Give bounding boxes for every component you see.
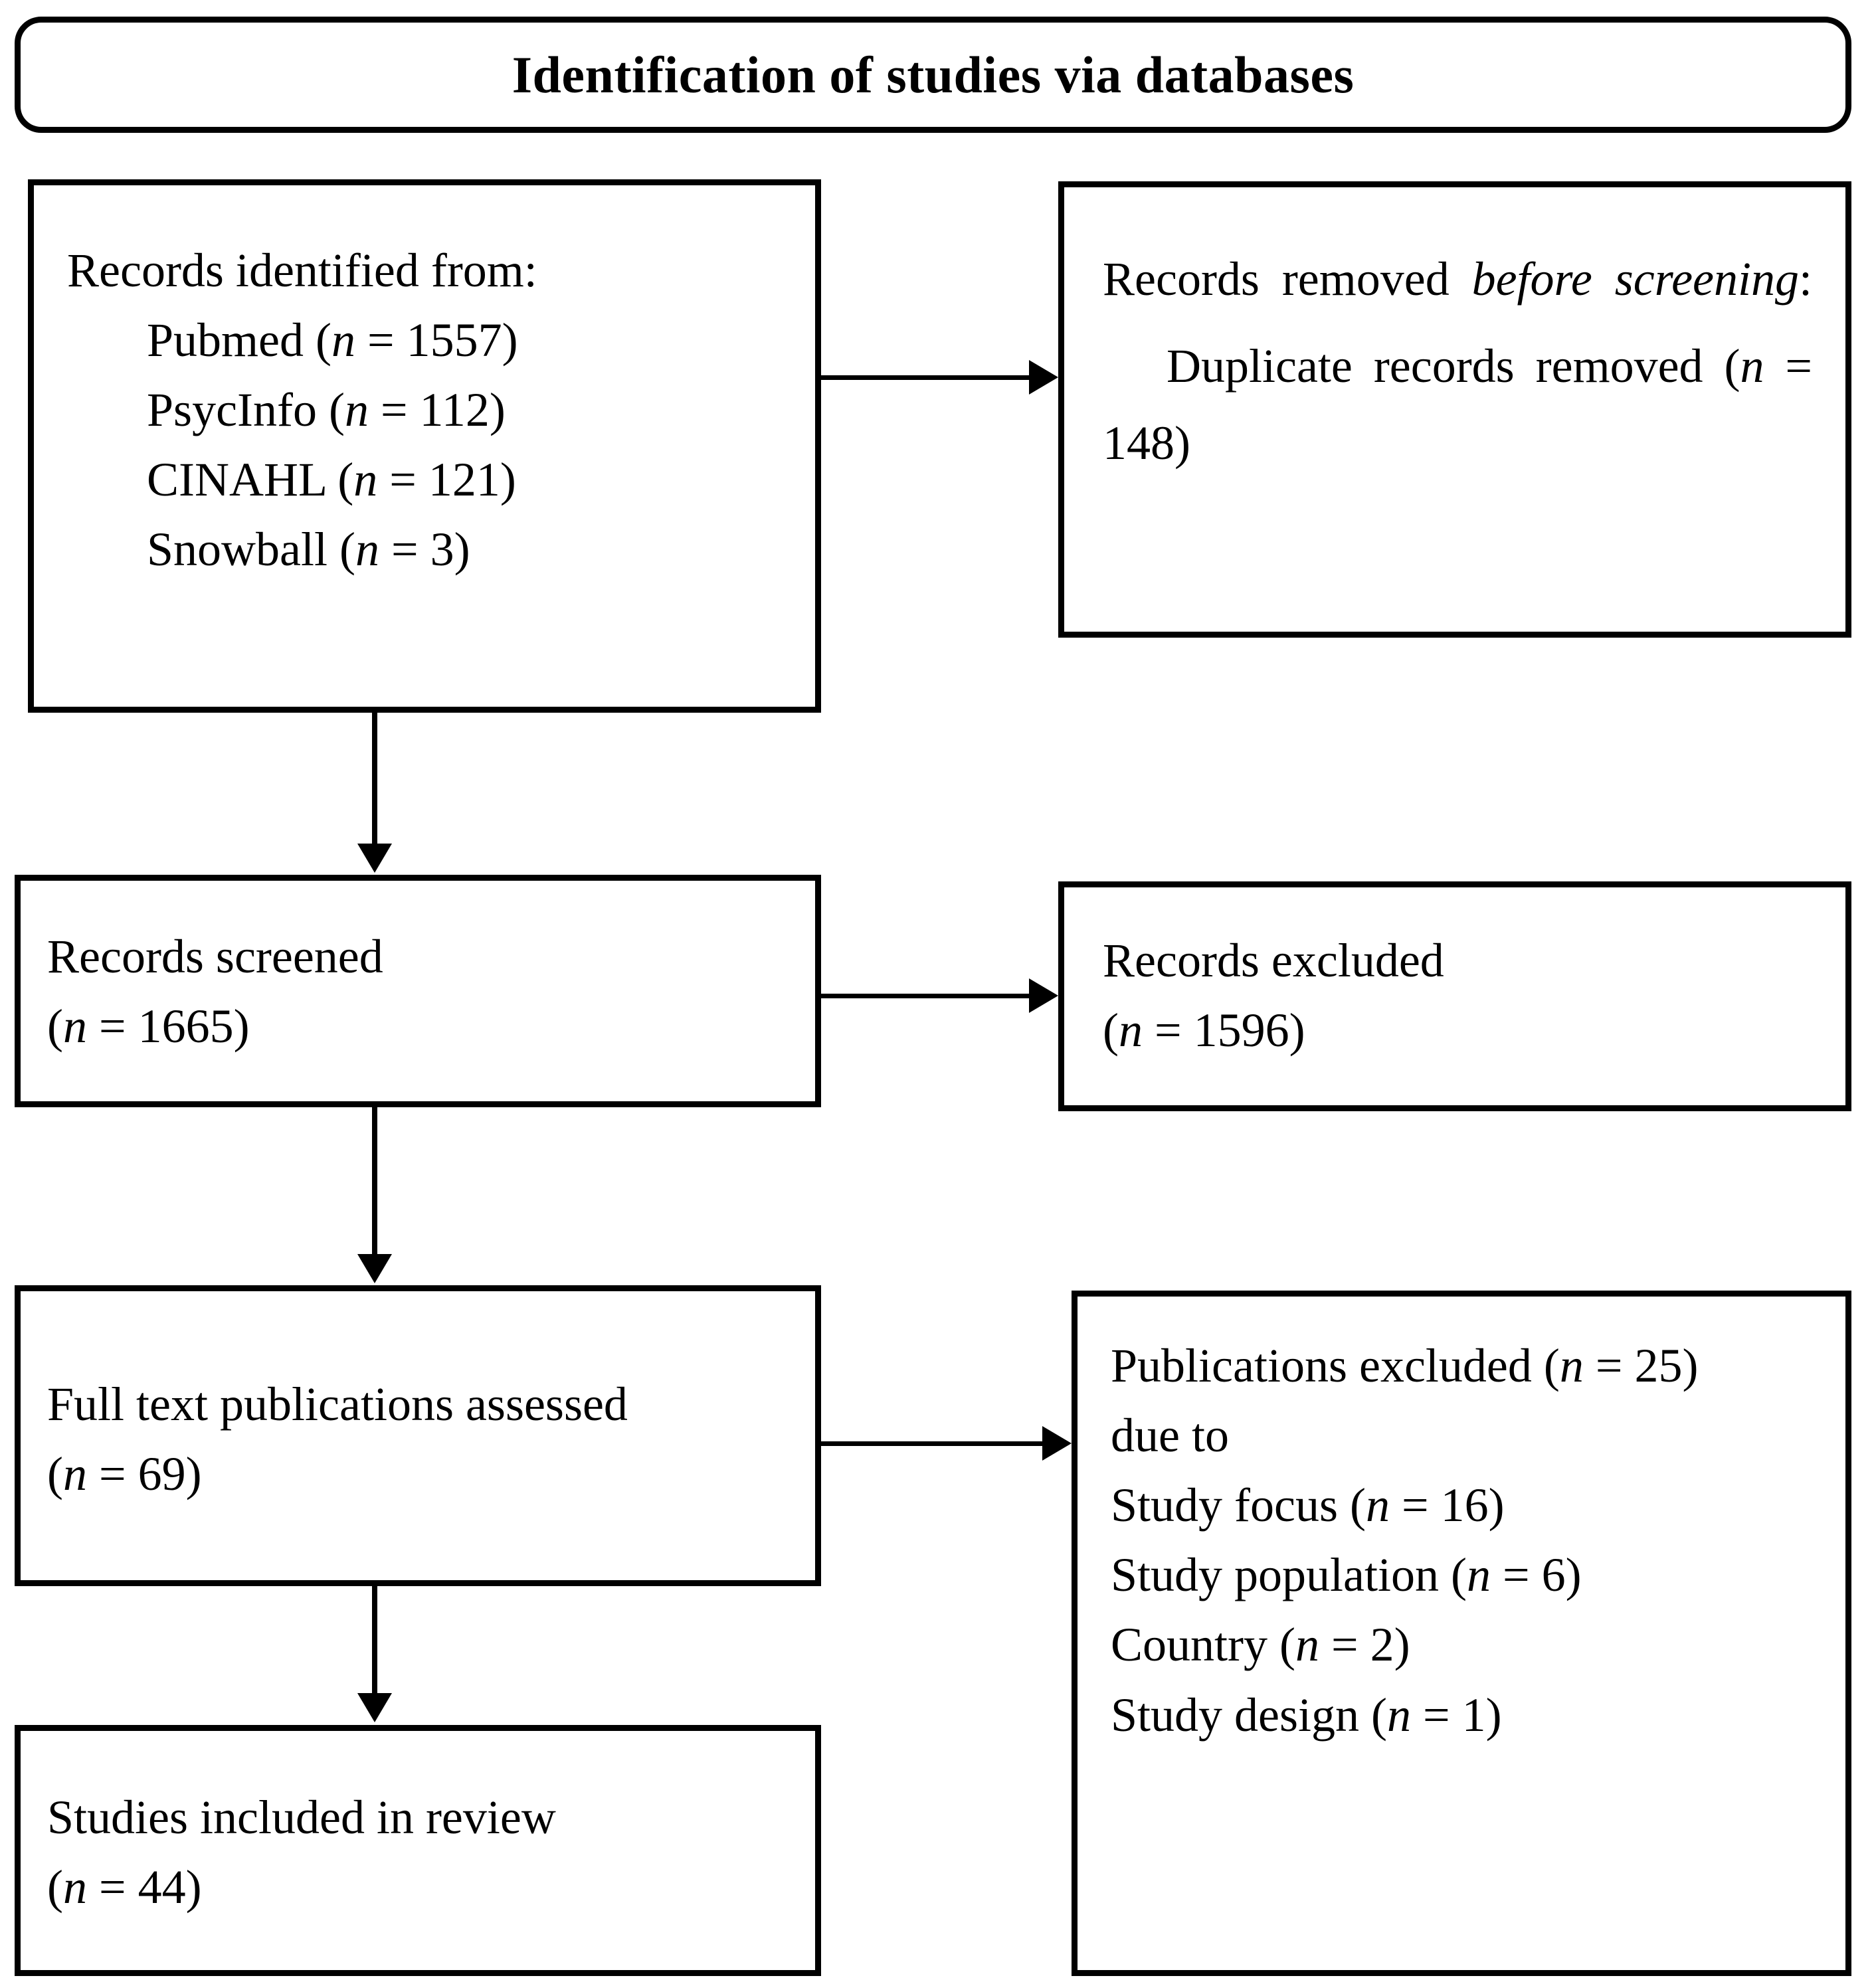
duplicate-records-removed-item: Duplicate records removed (n = 148)	[1103, 339, 1812, 470]
source-item-psycinfo: PsycInfo (n = 112)	[147, 383, 506, 437]
diagram-title-box: Identification of studies via databases	[15, 17, 1851, 133]
connector-fulltext-to-included	[372, 1586, 377, 1695]
connector-identified-to-screened	[372, 713, 377, 846]
exclusion-reason-country: Country (n = 2)	[1111, 1618, 1410, 1672]
box-studies-included: Studies included in review (n = 44)	[15, 1725, 821, 1976]
arrowhead-identified-to-removed	[1029, 360, 1058, 395]
publications-excluded-heading: Publications excluded (n = 25)	[1111, 1339, 1699, 1392]
source-item-pubmed: Pubmed (n = 1557)	[147, 314, 518, 367]
source-item-cinahl: CINAHL (n = 121)	[147, 453, 516, 507]
box-records-identified: Records identified from: Pubmed (n = 155…	[28, 179, 821, 713]
page-title: Identification of studies via databases	[512, 45, 1355, 104]
records-excluded-count: (n = 1596)	[1103, 1004, 1305, 1057]
exclusion-reason-study-design: Study design (n = 1)	[1111, 1688, 1502, 1742]
exclusion-reason-study-population: Study population (n = 6)	[1111, 1548, 1582, 1602]
source-item-snowball: Snowball (n = 3)	[147, 523, 470, 577]
records-screened-label: Records screened	[47, 930, 383, 983]
studies-included-label: Studies included in review	[47, 1791, 556, 1844]
records-excluded-label: Records excluded	[1103, 934, 1444, 987]
records-screened-count: (n = 1665)	[47, 1000, 250, 1053]
studies-included-count: (n = 44)	[47, 1860, 202, 1914]
arrowhead-fulltext-to-included	[357, 1693, 392, 1722]
exclusion-reason-study-focus: Study focus (n = 16)	[1111, 1479, 1505, 1532]
box-records-excluded: Records excluded (n = 1596)	[1058, 881, 1851, 1111]
box-records-removed-before-screening: Records removed before screening: Duplic…	[1058, 181, 1851, 638]
publications-excluded-subheading: due to	[1111, 1409, 1229, 1463]
records-identified-heading: Records identified from:	[67, 244, 537, 297]
arrowhead-identified-to-screened	[357, 844, 392, 873]
fulltext-assessed-label: Full text publications assessed	[47, 1378, 628, 1431]
connector-screened-to-excluded	[821, 994, 1030, 998]
connector-identified-to-removed	[821, 375, 1030, 380]
connector-screened-to-fulltext	[372, 1107, 377, 1256]
fulltext-assessed-count: (n = 69)	[47, 1447, 202, 1501]
records-removed-heading: Records removed before screening:	[1103, 252, 1813, 306]
connector-fulltext-to-publications-excluded	[821, 1441, 1044, 1446]
box-fulltext-assessed: Full text publications assessed (n = 69)	[15, 1285, 821, 1586]
arrowhead-screened-to-fulltext	[357, 1254, 392, 1283]
arrowhead-fulltext-to-publications-excluded	[1042, 1426, 1072, 1461]
arrowhead-screened-to-excluded	[1029, 978, 1058, 1013]
box-publications-excluded: Publications excluded (n = 25) due to St…	[1072, 1291, 1851, 1976]
box-records-screened: Records screened (n = 1665)	[15, 875, 821, 1107]
